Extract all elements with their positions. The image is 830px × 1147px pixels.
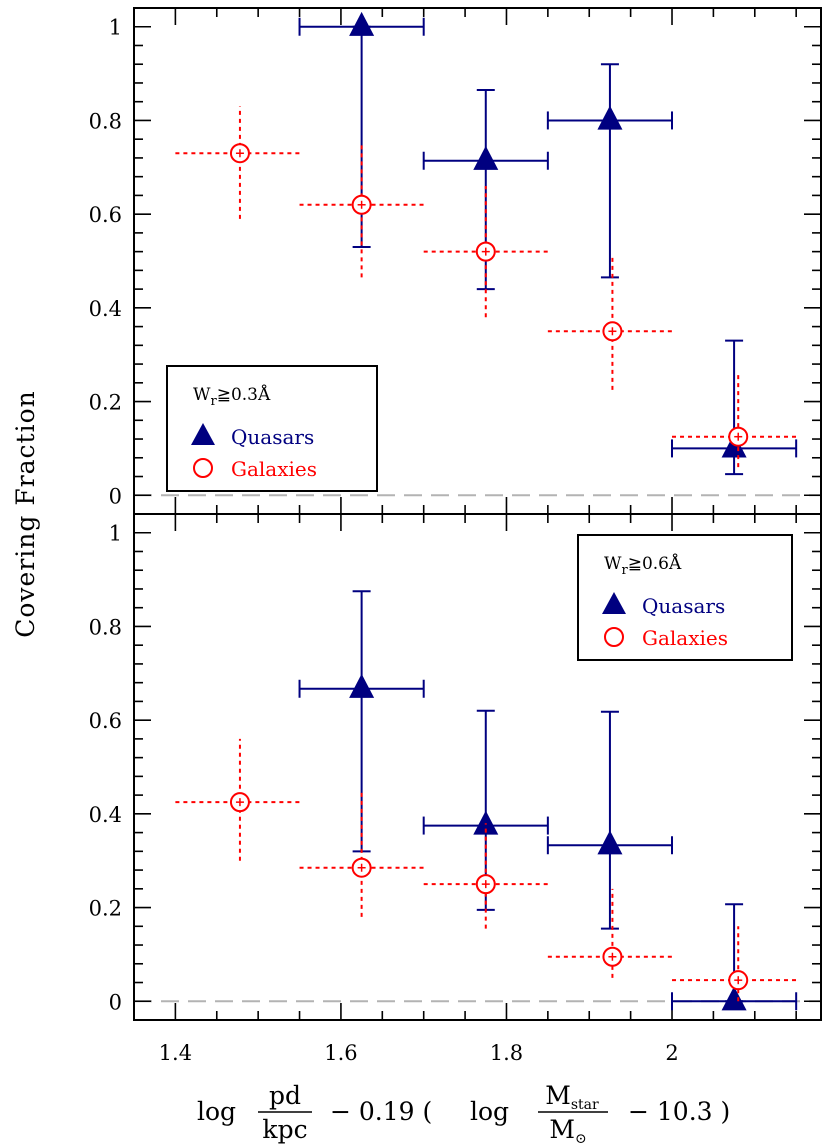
quasar-triangle-marker: [349, 11, 375, 36]
legend-triangle-icon: [602, 592, 626, 614]
y-tick-label: 0.4: [89, 803, 122, 827]
legend-entry-galaxies: Galaxies: [642, 626, 728, 650]
legend-title: Wr≧0.6Å: [604, 553, 682, 578]
galaxies-series: [175, 106, 797, 468]
x-axis-title-log-2: log: [470, 1097, 509, 1126]
x-axis-title-log-1: log: [197, 1097, 236, 1126]
bottom-panel: 1.4 1.6 1.8 2 0 0.2 0.4 0.6 0.8 1Wr≧0.6Å QuasarsGa…: [89, 513, 822, 1065]
x-tick-label: 1.8: [490, 1041, 523, 1065]
legend-circle-icon: [604, 627, 624, 647]
quasar-triangle-marker: [473, 145, 499, 170]
y-tick-label: 1: [109, 16, 122, 40]
quasar-triangle-marker: [721, 986, 747, 1011]
y-tick-label: 0.2: [89, 391, 122, 415]
legend-entry-quasars: Quasars: [642, 594, 725, 618]
y-tick-label: 0.6: [89, 203, 122, 227]
y-tick-label: 0: [109, 990, 122, 1014]
legend-triangle-icon: [191, 423, 215, 445]
y-tick-label: 0.6: [89, 709, 122, 733]
x-axis-title-frac-1-denominator: kpc: [262, 1115, 307, 1144]
quasar-triangle-marker: [473, 810, 499, 835]
legend-circle-icon: [193, 458, 213, 478]
y-tick-label: 1: [109, 522, 122, 546]
y-axis-title: Covering Fraction: [11, 390, 40, 638]
x-axis-title-tail: − 10.3 ): [628, 1097, 730, 1126]
x-tick-label: 2: [665, 1041, 678, 1065]
x-tick-label: 1.4: [159, 1041, 192, 1065]
y-tick-label: 0.2: [89, 897, 122, 921]
y-tick-label: 0: [109, 484, 122, 508]
galaxies-series: [175, 738, 797, 1002]
quasar-triangle-marker: [597, 105, 623, 130]
legend-entry-galaxies: Galaxies: [231, 457, 317, 481]
legend-title: Wr≧0.3Å: [193, 384, 271, 409]
y-tick-label: 0.4: [89, 297, 122, 321]
x-axis-title-middle: − 0.19 (: [330, 1097, 432, 1126]
x-axis-title-frac-2-denominator: M⊙: [549, 1115, 586, 1147]
panel-frame: [133, 513, 822, 1021]
legend-entry-quasars: Quasars: [231, 425, 314, 449]
y-tick-label: 0.8: [89, 109, 122, 133]
x-axis-title-frac-2-numerator: Mstar: [545, 1081, 599, 1113]
quasar-triangle-marker: [597, 830, 623, 855]
quasar-triangle-marker: [349, 673, 375, 698]
x-tick-label: 1.6: [324, 1041, 357, 1065]
y-tick-label: 0.8: [89, 615, 122, 639]
x-axis-title-frac-1-numerator: pd: [269, 1081, 301, 1110]
x-axis-title: log pd kpc − 0.19 ( log Mstar M⊙ − 10.3 …: [197, 1081, 730, 1147]
